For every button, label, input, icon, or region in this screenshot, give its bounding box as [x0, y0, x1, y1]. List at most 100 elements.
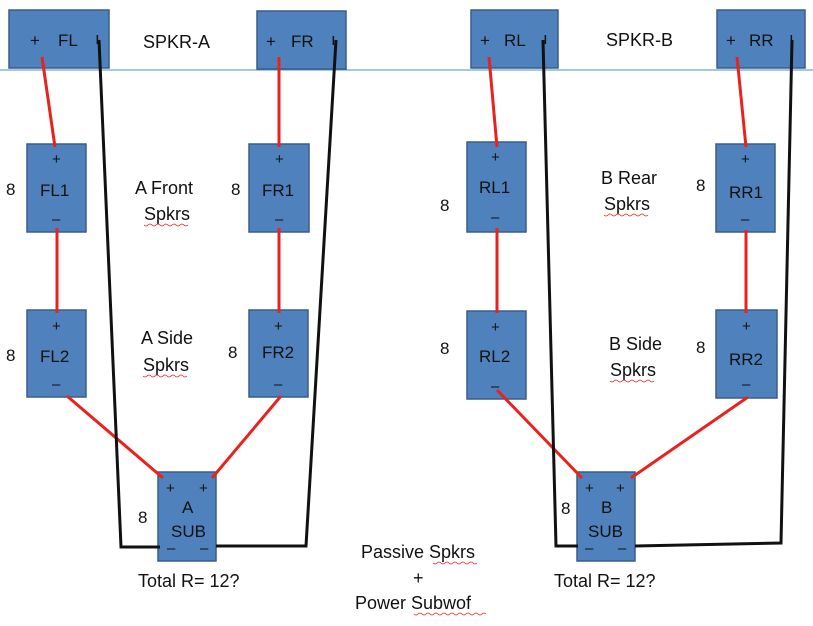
speaker-minus: – — [741, 211, 750, 228]
red-wires — [40, 56, 749, 480]
a-side-label: A Side Spkrs — [141, 328, 193, 378]
speaker-fr1: + FR1 – — [248, 143, 310, 233]
wire — [630, 395, 749, 480]
output-minus: ı — [789, 29, 794, 48]
ohm-label: 8 — [561, 499, 570, 518]
sub-plus-right: + — [199, 480, 208, 497]
output-minus: ı — [95, 29, 100, 48]
speaker-rl2: + RL2 – — [466, 310, 527, 400]
label-line: B Side — [609, 334, 662, 354]
output-box-fr: + FR ı — [256, 10, 347, 70]
label-line: Spkrs — [610, 360, 656, 380]
wire — [634, 39, 794, 548]
ohm-label: 8 — [440, 196, 449, 215]
speaker-plus: + — [491, 319, 500, 336]
ohm-label: 8 — [231, 180, 240, 199]
speaker-name: FR2 — [262, 343, 294, 362]
speaker-plus: + — [274, 318, 283, 335]
speaker-minus: – — [274, 376, 283, 393]
output-minus: ı — [543, 29, 548, 48]
speaker-fl2: + FL2 – — [26, 309, 87, 398]
ohm-label: 8 — [228, 343, 237, 362]
sub-minus-right: – — [200, 540, 209, 557]
speaker-plus: + — [491, 149, 500, 166]
sub-letter: B — [601, 498, 612, 517]
wire — [735, 56, 748, 148]
note-line: Power Subwof — [355, 593, 472, 613]
output-name: RR — [749, 31, 774, 50]
output-plus: + — [480, 31, 490, 50]
note-line: + — [413, 568, 424, 588]
speaker-plus: + — [742, 318, 751, 335]
black-wires — [97, 39, 794, 549]
b-rear-label: B Rear Spkrs — [601, 168, 657, 217]
wire — [210, 395, 283, 479]
label-line: A Side — [141, 328, 193, 348]
wire — [216, 39, 338, 548]
speaker-minus: – — [742, 376, 751, 393]
wire — [97, 39, 160, 549]
sub-plus-left: + — [585, 480, 594, 497]
speaker-name: RR1 — [729, 183, 763, 202]
output-box-rr: + RR ı — [716, 9, 806, 69]
speaker-name: RL1 — [479, 178, 510, 197]
wire — [541, 39, 578, 548]
output-plus: + — [726, 31, 736, 50]
wire — [40, 56, 57, 148]
output-name: FL — [58, 31, 78, 50]
ohm-label: 8 — [440, 339, 449, 358]
note-line: Passive Spkrs — [361, 542, 475, 562]
wire — [487, 56, 499, 148]
ohm-label: 8 — [696, 176, 705, 195]
speaker-name: RR2 — [729, 350, 763, 369]
total-resistance-b: Total R= 12? — [554, 571, 656, 591]
total-resistance-a: Total R= 12? — [138, 571, 240, 591]
output-box-fl: + FL ı — [8, 9, 110, 69]
sub-letter: A — [182, 498, 194, 517]
ohm-label: 8 — [6, 180, 15, 199]
speaker-rr2: + RR2 – — [715, 309, 778, 399]
output-minus: ı — [331, 30, 336, 49]
speaker-fr2: + FR2 – — [248, 309, 309, 398]
output-plus: + — [266, 32, 276, 51]
speaker-plus: + — [275, 151, 284, 168]
output-name: FR — [291, 32, 314, 51]
sub-label: SUB — [588, 522, 623, 541]
speaker-rl1: + RL1 – — [466, 141, 527, 233]
spkr-a-label: SPKR-A — [143, 32, 210, 52]
speaker-minus: – — [52, 211, 61, 228]
speaker-plus: + — [52, 318, 61, 335]
speaker-name: FR1 — [262, 181, 294, 200]
speaker-minus: – — [491, 209, 500, 226]
label-line: A Front — [135, 178, 193, 198]
sub-minus-left: – — [585, 540, 594, 557]
speaker-plus: + — [52, 151, 61, 168]
speaker-minus: – — [491, 378, 500, 395]
center-note: Passive Spkrs + Power Subwof — [355, 542, 487, 616]
sub-minus-right: – — [618, 540, 627, 557]
speaker-minus: – — [275, 211, 284, 228]
sub-a: + + A SUB – – — [157, 471, 217, 562]
spkr-b-label: SPKR-B — [606, 30, 673, 50]
speaker-rr1: + RR1 – — [715, 143, 776, 233]
ohm-label: 8 — [696, 338, 705, 357]
sub-plus-left: + — [166, 480, 175, 497]
b-side-label: B Side Spkrs — [609, 334, 662, 383]
a-front-label: A Front Spkrs — [135, 178, 193, 227]
speaker-plus: + — [741, 151, 750, 168]
sub-minus-left: – — [167, 540, 176, 557]
speaker-name: FL2 — [40, 347, 69, 366]
speaker-minus: – — [52, 376, 61, 393]
output-name: RL — [504, 31, 526, 50]
speaker-name: RL2 — [479, 347, 510, 366]
wire — [495, 388, 584, 480]
ohm-label: 8 — [138, 508, 147, 527]
sub-plus-right: + — [616, 480, 625, 497]
output-plus: + — [30, 31, 40, 50]
label-line: Spkrs — [144, 204, 190, 224]
speaker-fl1: + FL1 – — [26, 143, 87, 233]
label-line: B Rear — [601, 168, 657, 188]
label-line: Spkrs — [143, 355, 189, 375]
sub-b: + + B SUB – – — [576, 471, 636, 562]
